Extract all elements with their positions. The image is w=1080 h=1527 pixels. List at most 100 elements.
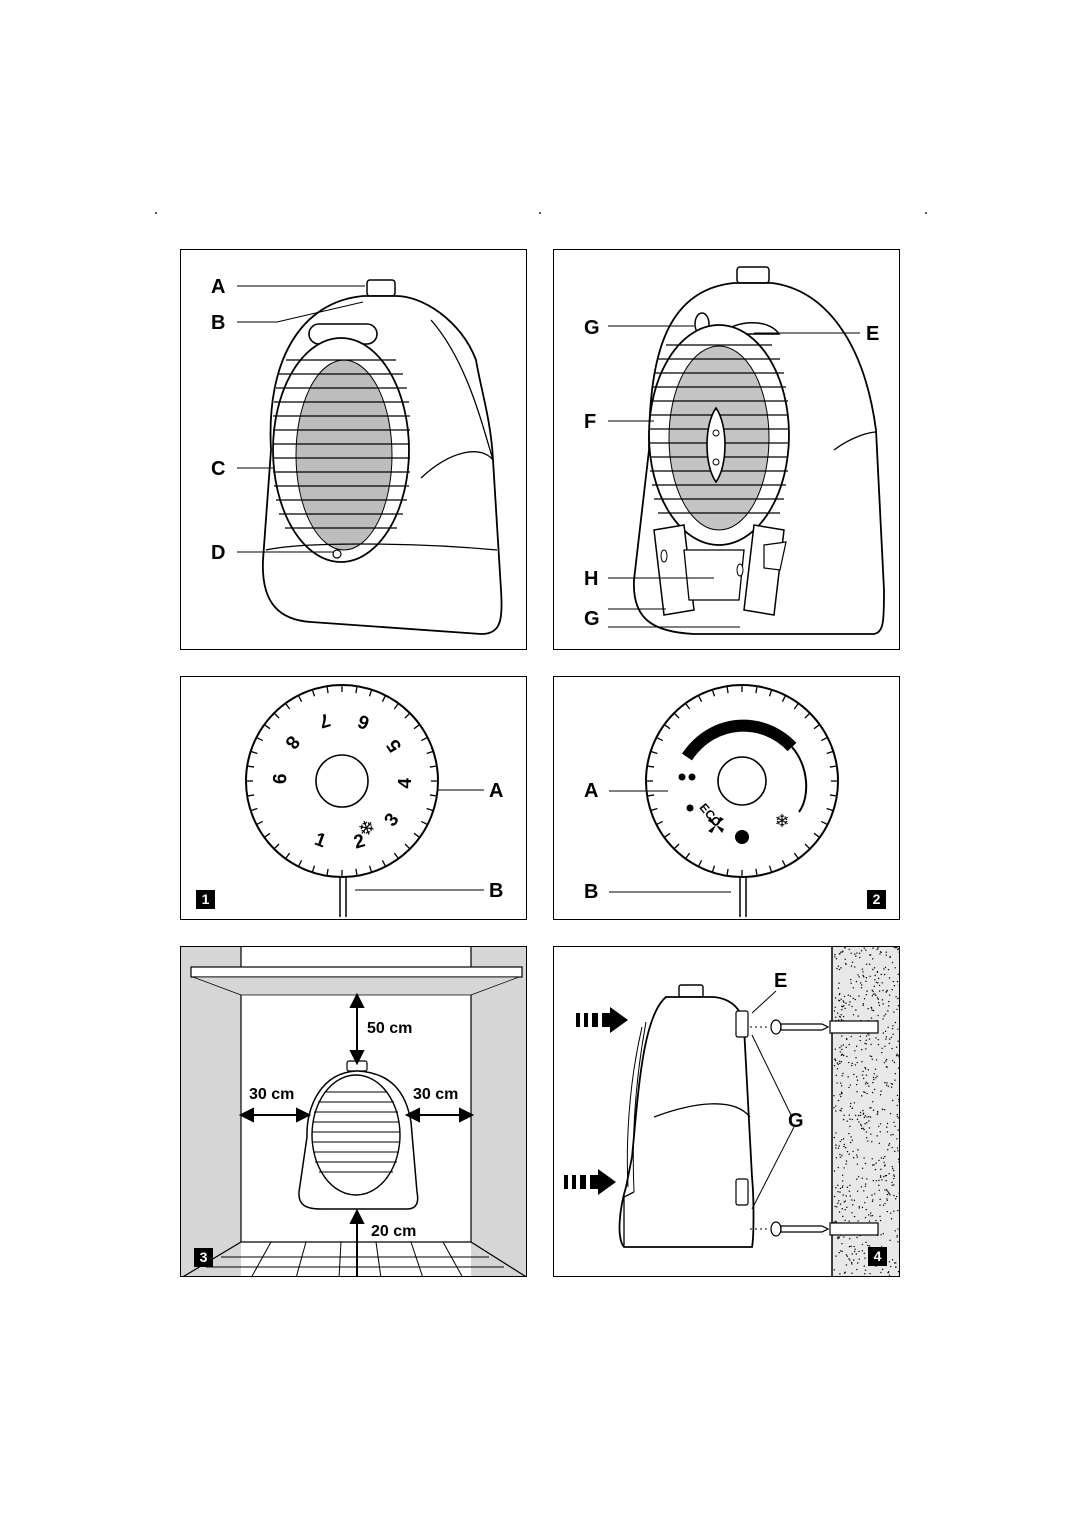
fan-icon — [708, 817, 724, 833]
dial-tick — [781, 860, 787, 867]
panel-back-view: G E F H G — [553, 249, 900, 650]
dial-tick — [829, 765, 837, 768]
dial-tick — [429, 794, 437, 797]
label-d: D — [211, 542, 225, 564]
dial-tick — [429, 765, 437, 768]
back-view-drawing: G E F H G — [584, 266, 885, 635]
dial-tick — [647, 765, 655, 768]
one-dot-icon — [686, 804, 694, 812]
dial-tick — [273, 712, 280, 719]
dial-tick — [663, 724, 671, 730]
label-g-top: G — [584, 317, 600, 339]
label-e: E — [774, 970, 787, 992]
label-e: E — [866, 323, 879, 345]
label-c: C — [211, 458, 225, 480]
dial-tick — [368, 689, 373, 697]
dial-tick — [781, 695, 787, 702]
dial-tick — [297, 860, 303, 867]
label-a: A — [584, 780, 598, 802]
dial-tick — [804, 843, 811, 850]
dial-tick — [673, 712, 680, 719]
dial-tick — [663, 832, 671, 838]
label-a: A — [211, 276, 225, 298]
dim-right: 30 cm — [413, 1086, 458, 1103]
label-g: G — [788, 1110, 804, 1132]
dial-tick — [826, 750, 834, 755]
dial-tick — [726, 868, 729, 876]
panel-mode-dial: ECO ❄ A B 2 — [553, 676, 900, 920]
dial-tick — [673, 843, 680, 850]
dial-tick — [250, 750, 258, 755]
dial-tick — [813, 724, 821, 730]
dial-tick — [829, 794, 837, 797]
page-mark-center — [539, 212, 541, 214]
panel-front-view: A B C D — [180, 249, 527, 650]
dim-left: 30 cm — [249, 1086, 294, 1103]
dial-tick — [656, 820, 663, 826]
panel-clearance: 50 cm 30 cm 30 cm 20 cm 3 — [180, 946, 527, 1277]
dial-tick — [263, 724, 271, 730]
dial-tick — [421, 736, 428, 742]
dial-tick — [393, 852, 399, 860]
dial-tick — [326, 868, 329, 876]
dim-top: 50 cm — [367, 1020, 412, 1037]
dial-tick — [426, 750, 434, 755]
dial-tick — [821, 736, 828, 742]
dial-tick — [685, 702, 691, 710]
panel-wall-mount: E G 4 — [553, 946, 900, 1277]
dial-tick — [711, 689, 716, 697]
dial-tick — [421, 820, 428, 826]
dial-tick — [404, 712, 411, 719]
wall-mount-drawing: E G — [564, 947, 899, 1276]
dial-tick — [355, 868, 358, 876]
dial-tick — [826, 807, 834, 812]
clearance-drawing: 50 cm 30 cm 30 cm 20 cm — [181, 947, 526, 1276]
snowflake-icon: ❄ — [355, 816, 378, 842]
dial-tick — [256, 820, 263, 826]
dial-tick — [793, 852, 799, 860]
dial-tick — [285, 702, 291, 710]
dial-tick — [381, 860, 387, 867]
dial-tick — [263, 832, 271, 838]
label-b: B — [584, 881, 598, 903]
label-b: B — [489, 880, 503, 902]
dial-tick — [804, 712, 811, 719]
dial-tick — [381, 695, 387, 702]
dial-tick — [711, 865, 716, 873]
dial2-drawing: ECO ❄ A B — [584, 684, 839, 917]
label-g-bottom: G — [584, 608, 600, 630]
dial-tick — [768, 689, 773, 697]
dial-tick — [368, 865, 373, 873]
dial-tick — [650, 750, 658, 755]
grille-bars — [273, 359, 410, 529]
snowflake-icon: ❄ — [774, 811, 789, 831]
dial-tick — [297, 695, 303, 702]
dial-tick — [697, 860, 703, 867]
front-view-drawing: A B C D — [211, 276, 503, 635]
figure-badge-2: 2 — [867, 890, 886, 909]
label-h: H — [584, 568, 598, 590]
dial-tick — [250, 807, 258, 812]
dial-tick — [256, 736, 263, 742]
dial-tick — [821, 820, 828, 826]
dial-tick — [413, 724, 421, 730]
dial-tick — [726, 686, 729, 694]
page-mark-right — [925, 212, 927, 214]
two-dots-icon — [678, 773, 686, 781]
back-grille-bars — [650, 344, 788, 514]
dial-tick — [650, 807, 658, 812]
dial-tick — [793, 702, 799, 710]
dial-tick — [311, 865, 316, 873]
dial-tick — [393, 702, 399, 710]
dial-tick — [247, 794, 255, 797]
figure-badge-4: 4 — [868, 1247, 887, 1266]
figure-badge-3: 3 — [194, 1248, 213, 1267]
dial-tick — [247, 765, 255, 768]
dial-tick — [355, 686, 358, 694]
dial-tick — [685, 852, 691, 860]
figure-badge-1: 1 — [196, 890, 215, 909]
label-a: A — [489, 780, 503, 802]
dial-tick — [813, 832, 821, 838]
dial-tick — [413, 832, 421, 838]
